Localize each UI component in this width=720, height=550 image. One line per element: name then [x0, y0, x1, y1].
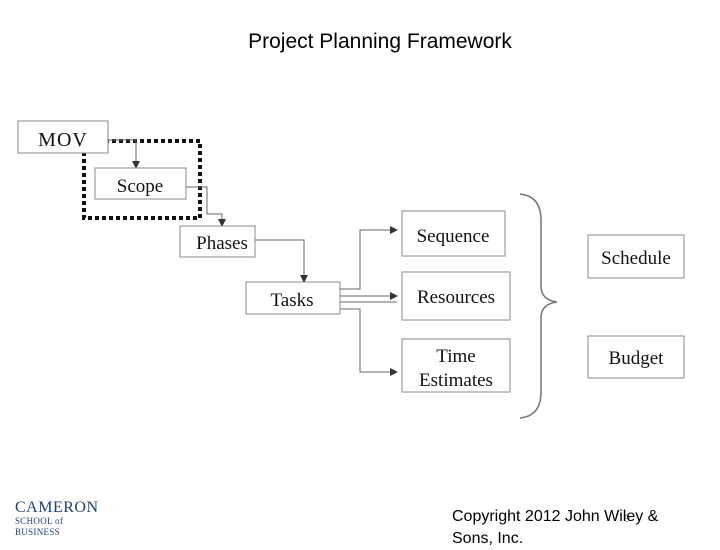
time-label: Time: [436, 346, 475, 367]
budget-label: Budget: [609, 348, 665, 369]
connector-phases-tasks: [255, 239, 308, 283]
schedule-label: Schedule: [601, 248, 671, 269]
sequence-box: [401, 210, 506, 257]
connector-tasks-sequence: [340, 226, 398, 290]
connector-lines: [108, 139, 398, 376]
slide-title: Project Planning Framework: [248, 30, 512, 53]
time-estimates-box: [401, 338, 511, 393]
logo-bottom-text: SCHOOL of BUSINESS: [15, 516, 64, 537]
tasks-label: Tasks: [270, 290, 313, 311]
cameron-logo: CAMERON SCHOOL of BUSINESS: [15, 500, 105, 538]
connector-tasks-time: [340, 308, 398, 376]
estimates-label: Estimates: [419, 370, 493, 391]
resources-label: Resources: [417, 287, 495, 308]
phases-label: Phases: [196, 233, 248, 254]
budget-box: [587, 335, 685, 379]
scope-label: Scope: [117, 176, 163, 197]
page-number: 9: [624, 513, 630, 525]
mov-box: [17, 120, 109, 154]
phases-box: [179, 225, 256, 258]
resources-box: [401, 271, 511, 321]
scope-box: [94, 167, 187, 200]
mov-label: MOV: [38, 129, 88, 151]
copyright-footer: Copyright 2012 John Wiley & Sons, Inc.: [452, 508, 659, 547]
connector-scope-phases: [186, 186, 226, 227]
schedule-box: [587, 234, 685, 279]
connector-mov-scope: [108, 139, 140, 169]
grouping-brace: [519, 193, 558, 419]
scope-boundary: [82, 139, 202, 220]
logo-top-text: CAMERON: [15, 499, 99, 516]
tasks-box: [245, 281, 341, 315]
sequence-label: Sequence: [417, 226, 490, 247]
